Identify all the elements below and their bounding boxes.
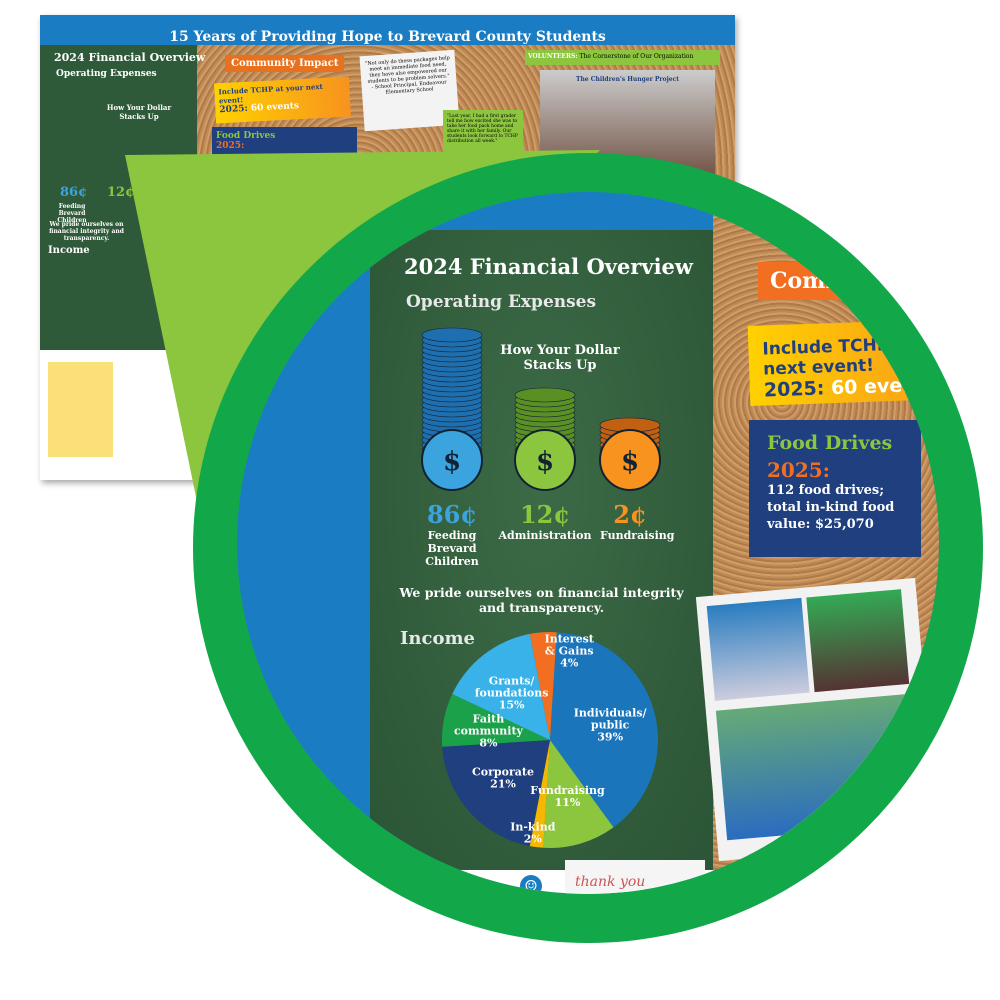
expense-value: 12¢: [519, 500, 571, 529]
pie-slice-3: [529, 740, 550, 848]
events-note: Include TCHP at your next event! 2025: 6…: [747, 318, 939, 406]
expense-2: 2¢Fundraising: [570, 500, 690, 542]
coin-stack-2: $: [599, 417, 661, 491]
zoom-circle: 2024 Financial Overview Operating Expens…: [237, 192, 939, 894]
pie-slice-0: [529, 632, 557, 740]
poster-label-86: Feeding Brevard Children: [57, 203, 87, 224]
operating-expenses-heading: Operating Expenses: [406, 292, 597, 312]
expense-label: Feeding Brevard Children: [425, 529, 479, 568]
svg-text:$: $: [536, 447, 554, 477]
financial-title: 2024 Financial Overview: [404, 254, 693, 279]
expense-0: 86¢Feeding Brevard Children: [392, 500, 512, 568]
pride-statement: We pride ourselves on financial integrit…: [399, 585, 684, 615]
poster-op-exp: Operating Expenses: [56, 69, 157, 79]
coin-stack-1: $: [514, 387, 576, 491]
poster-banner: 15 Years of Providing Hope to Brevard Co…: [40, 15, 735, 45]
expense-label: Fundraising: [600, 529, 675, 542]
poster-income: Income: [48, 245, 90, 256]
poster-stat-12: 12¢: [107, 185, 135, 200]
right-corkboard: Community Impact Include TCHP at your ne…: [695, 192, 939, 894]
income-heading: Income: [400, 628, 475, 649]
expense-1: 12¢Administration: [485, 500, 605, 542]
food-drive-photos: [695, 577, 939, 862]
svg-text:$: $: [621, 447, 639, 477]
svg-text:$: $: [443, 447, 461, 477]
pie-slice-6: [452, 633, 550, 740]
pie-slice-5: [442, 694, 550, 747]
poster-stat-86: 86¢: [60, 185, 88, 200]
expense-value: 86¢: [426, 500, 478, 529]
food-drives-box: Food Drives 2025: 112 food drives;total …: [749, 420, 921, 557]
poster-community: Community Impact: [225, 55, 345, 72]
pie-slice-1: [550, 632, 658, 828]
smiley-icon: ☺: [520, 875, 542, 894]
pie-slice-2: [543, 740, 614, 848]
poster-dollar: How Your Dollar Stacks Up: [106, 103, 172, 121]
financial-chalkboard: 2024 Financial Overview Operating Expens…: [370, 230, 713, 870]
coin-stacks: $ $ $: [421, 327, 661, 491]
expense-value: 2¢: [613, 500, 647, 529]
poster-fin-title: 2024 Financial Overview: [54, 51, 206, 64]
community-impact-label: Community Impact: [758, 262, 939, 300]
expense-label: Administration: [498, 529, 592, 542]
poster-volunteers: VOLUNTEERS: The Cornerstone of Our Organ…: [525, 50, 720, 65]
pie-slice-4: [442, 740, 550, 847]
poster-pride: We pride ourselves on financial integrit…: [49, 221, 124, 242]
pie-slices: [442, 632, 658, 848]
thank-you-note: thank you: [565, 860, 705, 894]
coin-stack-0: $: [421, 327, 483, 491]
notes-strip: ☺ thank you: [370, 860, 713, 894]
